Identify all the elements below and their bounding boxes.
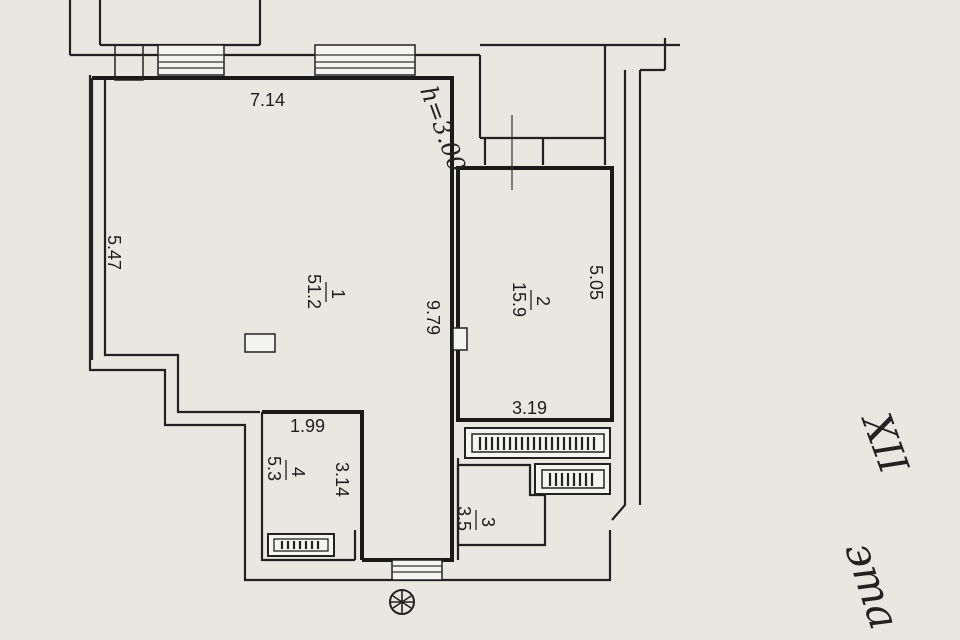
room-4 <box>260 410 364 562</box>
dim-top-width: 7.14 <box>250 90 285 110</box>
room-1-label: 1 51.2 <box>304 274 348 309</box>
room-4-area: 5.3 <box>264 456 284 481</box>
room-3 <box>456 458 547 560</box>
dim-room4-length: 3.14 <box>332 462 352 497</box>
room-3-area: 3.5 <box>454 506 474 531</box>
room-4-number: 4 <box>288 467 308 477</box>
room-1-area: 51.2 <box>304 274 324 309</box>
room-2-label: 2 15.9 <box>509 282 553 317</box>
column-marker <box>244 333 276 353</box>
dim-room4-width: 1.99 <box>290 416 325 436</box>
room-4-label: 4 5.3 <box>264 456 308 481</box>
room-1 <box>90 44 454 562</box>
dim-center-length: 9.79 <box>423 300 443 335</box>
height-note: h=3.00 <box>414 82 471 175</box>
entrance-marker-icon <box>389 589 415 615</box>
room-3-label: 3 3.5 <box>454 506 498 531</box>
vent-shafts <box>464 427 611 495</box>
dim-room2-length: 5.05 <box>586 265 606 300</box>
room-2 <box>452 55 614 422</box>
outer-walls <box>68 0 680 582</box>
dim-room2-width: 3.19 <box>512 398 547 418</box>
window-top-2 <box>314 44 416 76</box>
floor-note-line2: эта <box>835 536 909 635</box>
room-1-number: 1 <box>328 289 348 299</box>
floor-note-line1: XII <box>852 405 917 481</box>
window-top-1 <box>157 44 225 76</box>
dim-left-height: 5.47 <box>104 235 124 270</box>
room-2-number: 2 <box>533 296 553 306</box>
room-3-number: 3 <box>478 517 498 527</box>
room-2-area: 15.9 <box>509 282 529 317</box>
entrance-door <box>391 559 443 581</box>
